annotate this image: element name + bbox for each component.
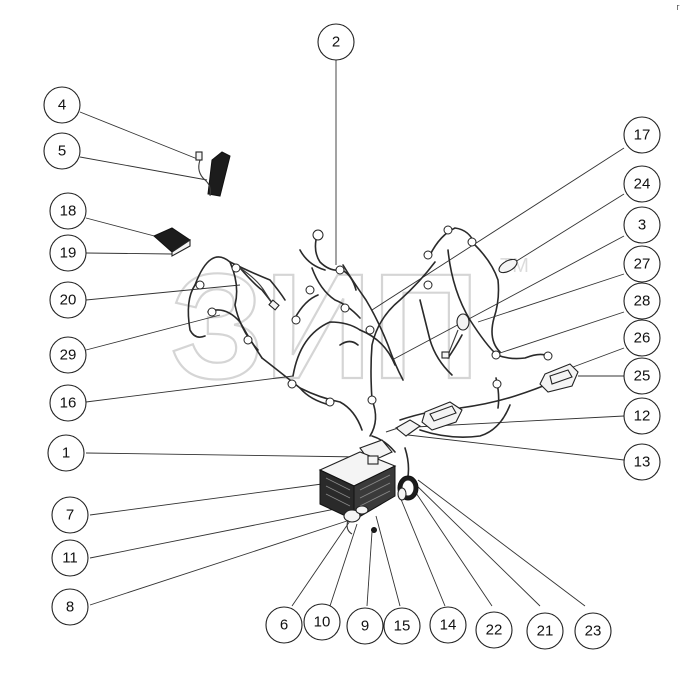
callout-label: 1 [62, 445, 70, 462]
callout-29[interactable]: 29 [49, 336, 87, 374]
callout-4[interactable]: 4 [43, 86, 81, 124]
callout-label: 21 [537, 623, 554, 640]
callout-14[interactable]: 14 [429, 606, 467, 644]
lamp-24 [498, 258, 518, 274]
callout-2[interactable]: 2 [317, 23, 355, 61]
callout-label: 12 [634, 408, 651, 425]
callout-1[interactable]: 1 [47, 434, 85, 472]
callout-26[interactable]: 26 [623, 319, 661, 357]
callout-24[interactable]: 24 [623, 165, 661, 203]
callout-12[interactable]: 12 [623, 397, 661, 435]
callout-label: 18 [60, 203, 77, 220]
callout-6[interactable]: 6 [265, 606, 303, 644]
sensor-27 [441, 313, 470, 359]
leader-lines [79, 60, 625, 607]
callout-label: 2 [332, 34, 340, 51]
callout-9[interactable]: 9 [346, 607, 384, 645]
headlamp-25 [539, 363, 579, 393]
corner-mark: г [676, 2, 680, 12]
callout-label: 7 [66, 507, 74, 524]
horn-assembly [397, 475, 419, 501]
callout-22[interactable]: 22 [475, 611, 513, 649]
switch-panel [195, 151, 231, 197]
callout-label: 28 [634, 293, 651, 310]
callout-label: 29 [60, 347, 77, 364]
callout-label: 6 [280, 617, 288, 634]
callout-label: 5 [58, 143, 66, 160]
callout-10[interactable]: 10 [303, 603, 341, 641]
callout-19[interactable]: 19 [49, 234, 87, 272]
callout-11[interactable]: 11 [51, 539, 89, 577]
harness-clips [195, 225, 553, 407]
callout-label: 25 [634, 368, 651, 385]
callouts: 2 4 5 17 24 18 19 3 27 20 28 29 26 25 16… [43, 23, 661, 650]
callout-21[interactable]: 21 [526, 612, 564, 650]
callout-label: 11 [62, 550, 78, 567]
callout-3[interactable]: 3 [623, 206, 661, 244]
callout-20[interactable]: 20 [49, 281, 87, 319]
callout-label: 3 [638, 217, 646, 234]
callout-25[interactable]: 25 [623, 357, 661, 395]
callout-18[interactable]: 18 [49, 192, 87, 230]
callout-7[interactable]: 7 [51, 496, 89, 534]
callout-label: 22 [486, 622, 503, 639]
callout-28[interactable]: 28 [623, 282, 661, 320]
callout-label: 26 [634, 330, 651, 347]
connector-13 [385, 419, 422, 437]
callout-label: 23 [585, 623, 602, 640]
callout-label: 10 [314, 614, 331, 631]
callout-17[interactable]: 17 [623, 116, 661, 154]
wiring-harness [153, 151, 579, 535]
watermark-text: ЗИП [170, 242, 480, 410]
callout-8[interactable]: 8 [51, 588, 89, 626]
callout-label: 27 [634, 256, 651, 273]
callout-13[interactable]: 13 [623, 443, 661, 481]
battery-7 [318, 451, 397, 521]
callout-label: 16 [60, 395, 77, 412]
callout-label: 4 [58, 97, 66, 114]
callout-5[interactable]: 5 [43, 132, 81, 170]
callout-label: 9 [361, 618, 369, 635]
callout-16[interactable]: 16 [49, 384, 87, 422]
relay-box [153, 227, 191, 257]
callout-23[interactable]: 23 [574, 612, 612, 650]
battery-terminals [343, 505, 377, 535]
callout-label: 17 [634, 127, 651, 144]
callout-label: 19 [60, 245, 77, 262]
headlamp-12 [421, 401, 463, 431]
callout-label: 20 [60, 292, 77, 309]
callout-label: 24 [634, 176, 651, 193]
callout-label: 15 [394, 618, 411, 635]
callout-label: 8 [66, 599, 74, 616]
callout-label: 13 [634, 454, 651, 471]
callout-27[interactable]: 27 [623, 245, 661, 283]
callout-15[interactable]: 15 [383, 607, 421, 645]
callout-label: 14 [440, 617, 457, 634]
